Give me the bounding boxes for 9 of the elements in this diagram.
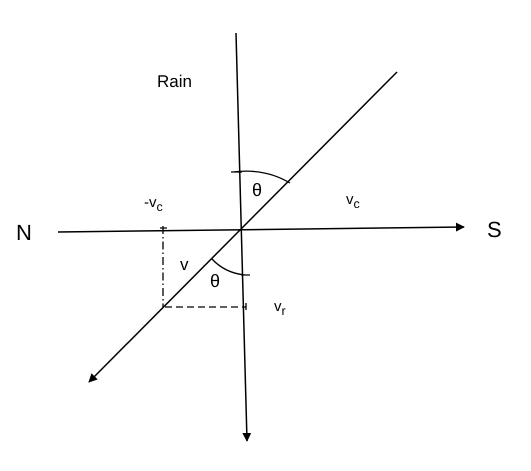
vector-label: -v$_{c}$ <box>144 195 163 214</box>
angle-label: θ <box>252 181 262 199</box>
rain-label: Rain <box>157 73 192 90</box>
south-label: S <box>487 219 502 241</box>
north-label: N <box>16 222 32 244</box>
vector-label: v$_{r}$ <box>274 299 286 318</box>
vector-label: v$_{c}$ <box>346 192 360 210</box>
vector-label: v <box>180 256 188 273</box>
angle-label: θ <box>210 272 220 290</box>
